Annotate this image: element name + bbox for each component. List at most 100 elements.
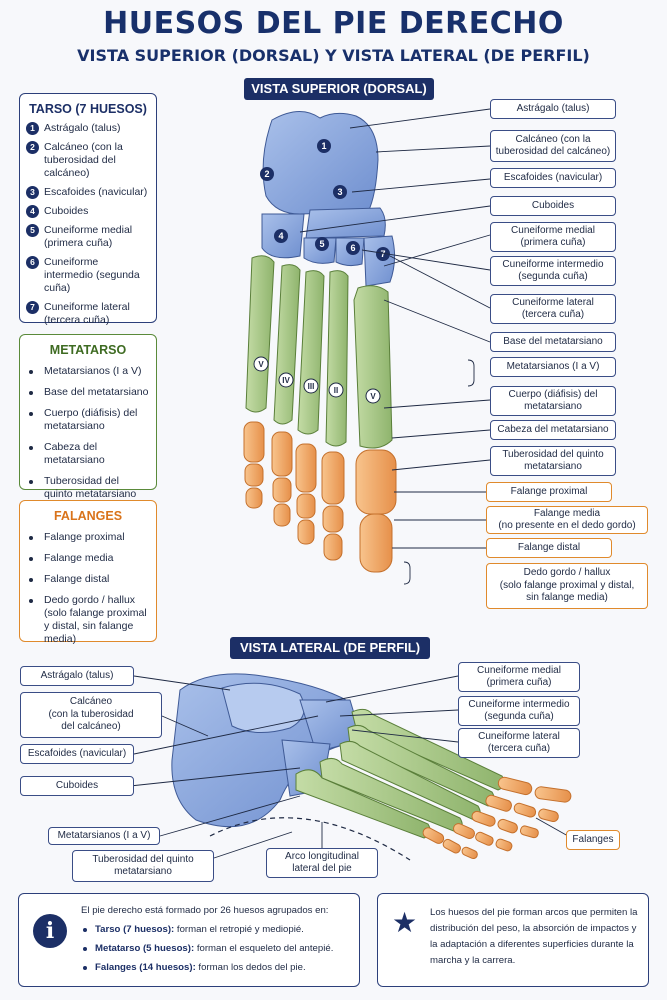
info-item-text: forman el esqueleto del antepié.: [194, 943, 334, 954]
callout-line: Cuboides: [531, 199, 575, 211]
marker-6: [346, 241, 360, 255]
callout-label: Astrágalo (talus): [490, 99, 616, 119]
number-badge: 1: [26, 122, 39, 135]
roman-markers: V IV III II V: [253, 356, 381, 404]
info-box-left: i El pie derecho está formado por 26 hue…: [18, 893, 360, 987]
metatarso-item: Base del metatarsiano: [29, 386, 150, 399]
svg-text:5: 5: [319, 239, 324, 249]
dorsal-navicular: [305, 207, 386, 239]
callout-text: Astrágalo (talus): [517, 103, 590, 116]
callout-line: (no presente en el dedo gordo): [498, 520, 636, 531]
callout-line: Calcáneo: [69, 696, 113, 708]
callout-text: Base del metatarsiano: [503, 336, 603, 349]
callout-label: Escafoides (navicular): [490, 168, 616, 188]
tarso-item-label: Escafoides (navicular): [44, 186, 148, 198]
info-left-text: El pie derecho está formado por 26 hueso…: [81, 903, 355, 976]
marker-7: [376, 247, 390, 261]
dorsal-leader-lines: [299, 108, 491, 585]
callout-line: Base del metatarsiano: [503, 335, 603, 347]
callout-line: Arco longitudinal: [285, 850, 359, 862]
callout-text: Cuneiforme medial(primera cuña): [511, 225, 595, 250]
callout-line: Metatarsianos (I a V): [506, 360, 600, 372]
callout-text: Dedo gordo / hallux(solo falange proxima…: [500, 567, 635, 605]
callout-line: Cuneiforme lateral: [512, 296, 594, 308]
callout-line: (solo falange proximal y distal,: [499, 579, 635, 591]
bullet-icon: [29, 536, 33, 540]
metatarso-item-label: Cabeza del metatarsiano: [44, 441, 105, 466]
callout-text: Cuboides: [56, 780, 98, 793]
falanges-item-label: Falange distal: [44, 573, 110, 585]
callout-line: Tuberosidad del quinto: [502, 448, 604, 460]
callout-line: Falange media: [533, 507, 601, 519]
callout-line: metatarsiano: [114, 866, 172, 877]
svg-text:III: III: [308, 382, 315, 391]
callout-label: Cuneiforme medial(primera cuña): [490, 222, 616, 252]
callout-text: Metatarsianos (I a V): [58, 830, 151, 843]
falanges-item-label: Falange media: [44, 552, 114, 564]
tarso-item-label: Astrágalo (talus): [44, 122, 121, 134]
callout-label: Cuneiforme lateral(tercera cuña): [490, 294, 616, 324]
page-title: HUESOS DEL PIE DERECHO: [103, 6, 564, 41]
callout-line: (segunda cuña): [484, 711, 554, 722]
callout-text: Cuneiforme lateral(tercera cuña): [512, 297, 594, 322]
lateral-foot: [171, 673, 572, 861]
falanges-item: Dedo gordo / hallux (solo falange proxim…: [29, 594, 150, 646]
svg-text:II: II: [334, 386, 338, 395]
dorsal-cuneiform-medial: [363, 235, 396, 287]
info-item: Metatarso (5 huesos): forman el esquelet…: [83, 941, 355, 957]
banner-dorsal: VISTA SUPERIOR (DORSAL): [244, 78, 434, 100]
callout-line: Cuneiforme medial: [477, 664, 561, 676]
info-item: Falanges (14 huesos): forman los dedos d…: [83, 960, 355, 976]
marker-4: [274, 229, 288, 243]
callout-line: (primera cuña): [486, 677, 552, 688]
callout-line: Escafoides (navicular): [503, 171, 603, 183]
callout-line: Tuberosidad del quinto: [92, 853, 194, 865]
callout-label: Cuboides: [20, 776, 134, 796]
callout-label: Cuneiforme lateral(tercera cuña): [458, 728, 580, 758]
tarso-title: TARSO (7 HUESOS): [29, 102, 147, 116]
callout-line: (primera cuña): [520, 237, 586, 248]
callout-line: Dedo gordo / hallux: [523, 567, 611, 579]
metatarso-title: METATARSO: [49, 343, 127, 357]
svg-text:V: V: [370, 392, 376, 401]
tarso-item: 7 Cuneiforme lateral (tercera cuña): [26, 301, 150, 327]
callout-line: (segunda cuña): [518, 271, 588, 282]
callout-text: Falange proximal: [511, 486, 588, 499]
falanges-item-label: Falange proximal: [44, 531, 125, 543]
svg-text:1: 1: [321, 141, 326, 151]
bullet-icon: [29, 557, 33, 561]
callout-line: Calcáneo (con la: [515, 133, 591, 145]
callout-text: Falanges: [572, 834, 613, 847]
dorsal-number-markers: 1 2 3 4 5 6 7: [260, 139, 390, 261]
arch-line: [209, 817, 411, 861]
callout-label: Cuboides: [490, 196, 616, 216]
number-badge: 7: [26, 301, 39, 314]
dorsal-calcaneus-talus: [262, 111, 379, 215]
callout-label: Falange distal: [486, 538, 612, 558]
callout-line: lateral del pie: [292, 863, 352, 874]
info-item-bold: Tarso (7 huesos):: [95, 924, 175, 935]
callout-line: Astrágalo (talus): [40, 669, 114, 681]
page-subtitle: VISTA SUPERIOR (DORSAL) Y VISTA LATERAL …: [77, 46, 590, 65]
callout-line: metatarsiano: [524, 401, 582, 412]
callout-line: Falanges: [572, 833, 614, 845]
bullet-icon: [83, 966, 87, 970]
callout-line: tuberosidad del calcáneo): [495, 146, 611, 157]
callout-line: Cuneiforme intermedio: [468, 698, 570, 710]
metatarso-item-label: Tuberosidad del quinto metatarsiano: [44, 475, 137, 500]
bullet-icon: [83, 928, 87, 932]
callout-label: Cuneiforme intermedio(segunda cuña): [490, 256, 616, 286]
callout-line: Cuneiforme intermedio: [502, 258, 604, 270]
tarso-item-label: Cuneiforme lateral (tercera cuña): [44, 301, 130, 326]
svg-text:IV: IV: [282, 376, 290, 385]
marker-3: [333, 185, 347, 199]
